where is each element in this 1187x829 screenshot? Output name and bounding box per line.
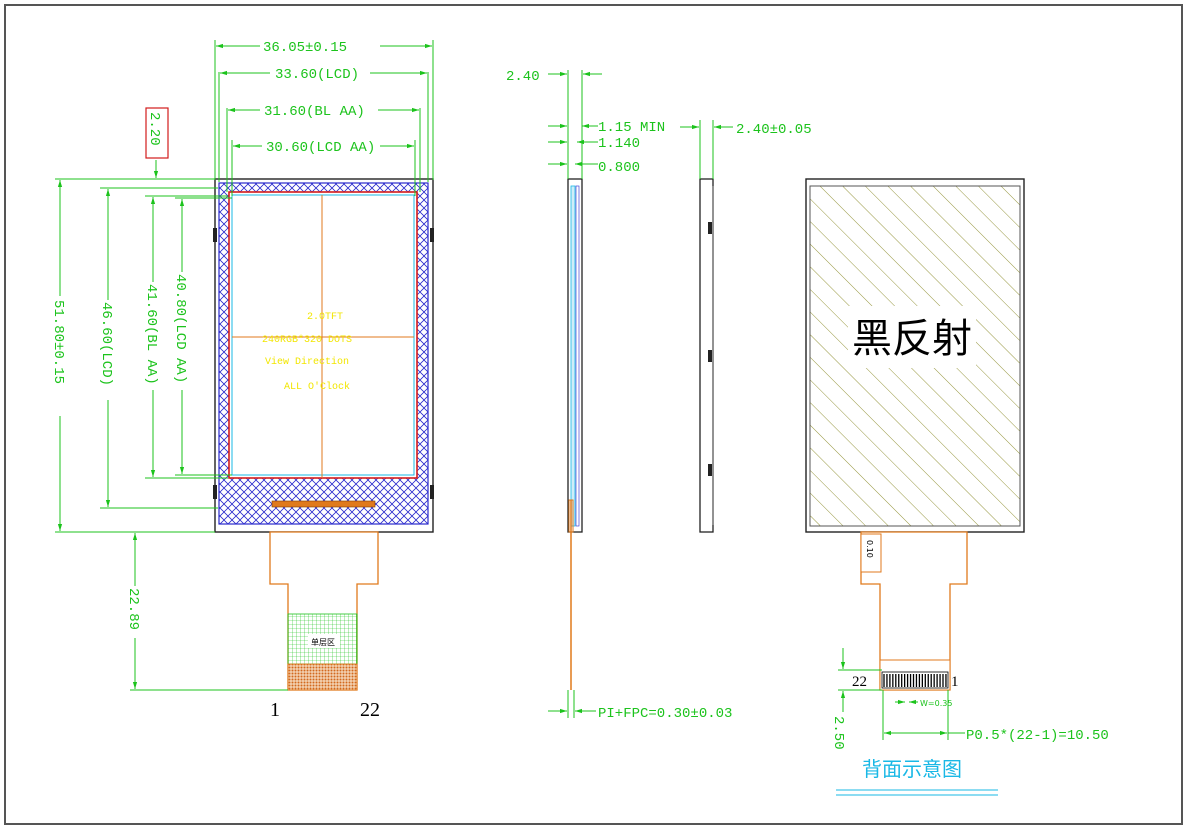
resolution-label: 240RGB*320 DOTS xyxy=(262,334,352,346)
single-layer-label: 单层区 xyxy=(311,637,335,647)
overall-height-label: 51.80±0.15 xyxy=(50,300,66,384)
lcd-width-label: 33.60(LCD) xyxy=(275,67,359,83)
back-view-title: 背面示意图 xyxy=(862,757,962,781)
stiffener xyxy=(860,533,882,573)
tft-size-label: 2.0TFT xyxy=(307,312,343,323)
pitch-width-label: W=0.35 xyxy=(920,699,952,708)
side-thickness-label: 2.40 xyxy=(506,69,540,85)
tail-height-label: 2.50 xyxy=(830,716,846,750)
side-2-dimensions xyxy=(680,120,733,179)
side-dimension-labels: 2.40 1.15 MIN 1.140 0.800 PI+FPC=0.30±0.… xyxy=(506,69,732,722)
pin-22-label: 22 xyxy=(360,699,380,721)
gold-fingers xyxy=(287,663,358,691)
side-2-thickness-label: 2.40±0.05 xyxy=(736,122,812,138)
back-pin-1-label: 1 xyxy=(951,674,959,690)
side-dimensions xyxy=(548,70,602,718)
contact-fingers xyxy=(883,674,947,687)
overall-width-label: 36.05±0.15 xyxy=(263,40,347,56)
side-view-2 xyxy=(699,178,714,533)
active-area xyxy=(228,191,418,479)
side-glass xyxy=(570,185,576,527)
pin-1-label: 1 xyxy=(270,699,280,721)
pitch-formula-label: P0.5*(22-1)=10.50 xyxy=(966,728,1109,744)
driver-ic xyxy=(271,500,376,508)
lcd-height-label: 46.60(LCD) xyxy=(98,302,114,386)
view-angle-label: ALL O'Clock xyxy=(284,381,350,393)
view-area xyxy=(231,194,415,476)
back-view: 黑反射 0.10 xyxy=(805,178,1025,691)
stiffener-label: 0.10 xyxy=(865,540,874,558)
page-border xyxy=(4,4,1183,825)
front-view xyxy=(213,178,434,691)
bl-aa-width-label: 31.60(BL AA) xyxy=(264,104,365,120)
back-reflector-label: 黑反射 xyxy=(852,316,972,362)
top-offset-label: 2.20 xyxy=(146,112,162,146)
fpc-length-label: 22.89 xyxy=(125,588,141,630)
side-view xyxy=(567,178,583,690)
back-labels: 22 1 W=0.35 P0.5*(22-1)=10.50 2.50 背面示意图 xyxy=(830,674,1109,796)
layer-2-label: 0.800 xyxy=(598,160,640,176)
back-dimensions xyxy=(838,648,965,740)
lcd-aa-height-label: 40.80(LCD AA) xyxy=(172,274,188,383)
fpc-thickness-label: PI+FPC=0.30±0.03 xyxy=(598,706,732,722)
back-pin-22-label: 22 xyxy=(852,674,867,690)
min-thickness-label: 1.15 MIN xyxy=(598,120,665,136)
top-offset-box xyxy=(145,107,169,159)
front-dimension-labels: 36.05±0.15 33.60(LCD) 31.60(BL AA) 30.60… xyxy=(50,38,380,721)
bl-aa-height-label: 41.60(BL AA) xyxy=(143,284,159,385)
lcd-aa-width-label: 30.60(LCD AA) xyxy=(266,140,375,156)
view-direction-label: View Direction xyxy=(265,356,349,368)
layer-1-label: 1.140 xyxy=(598,136,640,152)
